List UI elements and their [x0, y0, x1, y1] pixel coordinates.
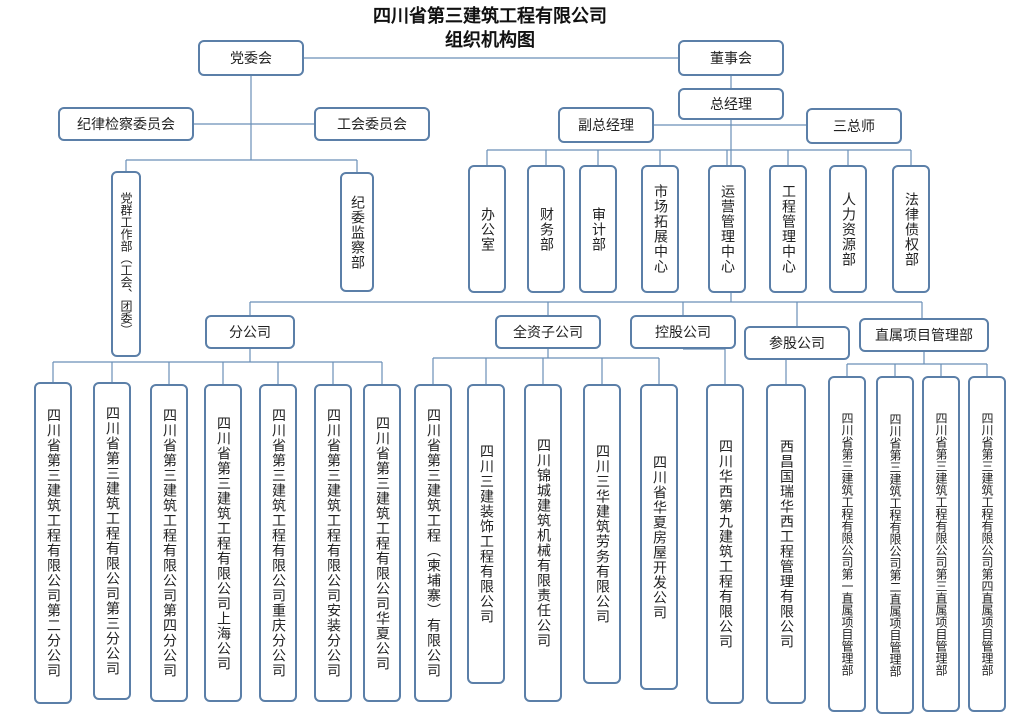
wholly-owned-unit: 四川省华夏房屋开发公司: [640, 384, 678, 690]
cat-branch: 分公司: [205, 315, 295, 349]
node-discipline-supervision: 纪委监察部: [340, 172, 374, 292]
node-deputy-gm: 副总经理: [558, 107, 654, 143]
cat-wholly-owned: 全资子公司: [495, 315, 601, 349]
dept-finance: 财务部: [527, 165, 565, 293]
cat-direct-projects: 直属项目管理部: [859, 318, 989, 352]
branch-unit: 四川省第三建筑工程有限公司安装分公司: [314, 384, 352, 702]
dept-hr: 人力资源部: [829, 165, 867, 293]
direct-project-unit: 四川省第三建筑工程有限公司第一直属项目管理部: [828, 376, 866, 712]
branch-unit: 四川省第三建筑工程有限公司上海公司: [204, 384, 242, 702]
node-general-manager: 总经理: [678, 88, 784, 120]
node-three-chiefs: 三总师: [806, 108, 902, 144]
dept-legal: 法律债权部: [892, 165, 930, 293]
dept-operations: 运营管理中心: [708, 165, 746, 293]
branch-unit: 四川省第三建筑工程有限公司第四分公司: [150, 384, 188, 702]
branch-unit: 四川省第三建筑工程有限公司第二分公司: [34, 382, 72, 704]
cat-holding: 控股公司: [630, 315, 736, 349]
cat-shareholding: 参股公司: [744, 326, 850, 360]
wholly-owned-unit: 四川省第三建筑工程（柬埔寨）有限公司: [414, 384, 452, 702]
branch-unit: 四川省第三建筑工程有限公司第三分公司: [93, 382, 131, 700]
dept-office: 办公室: [468, 165, 506, 293]
node-board: 董事会: [678, 40, 784, 76]
branch-unit: 四川省第三建筑工程有限公司重庆分公司: [259, 384, 297, 702]
node-party-mass-dept: 党群工作部（工会、团委）: [111, 171, 141, 357]
node-party-committee: 党委会: [198, 40, 304, 76]
wholly-owned-unit: 四川三建装饰工程有限公司: [467, 384, 505, 684]
shareholding-unit: 西昌国瑞华西工程管理有限公司: [766, 384, 806, 704]
node-union-committee: 工会委员会: [314, 107, 430, 141]
direct-project-unit: 四川省第三建筑工程有限公司第四直属项目管理部: [968, 376, 1006, 712]
holding-unit: 四川华西第九建筑工程有限公司: [706, 384, 744, 704]
wholly-owned-unit: 四川锦城建筑机械有限责任公司: [524, 384, 562, 702]
chart-title: 四川省第三建筑工程有限公司: [373, 6, 607, 27]
wholly-owned-unit: 四川三华建筑劳务有限公司: [583, 384, 621, 684]
dept-engineering: 工程管理中心: [769, 165, 807, 293]
branch-unit: 四川省第三建筑工程有限公司华夏公司: [363, 384, 401, 702]
direct-project-unit: 四川省第三建筑工程有限公司第三直属项目管理部: [922, 376, 960, 712]
node-discipline-committee: 纪律检察委员会: [58, 107, 194, 141]
direct-project-unit: 四川省第三建筑工程有限公司第二直属项目管理部: [876, 376, 914, 714]
dept-market: 市场拓展中心: [641, 165, 679, 293]
dept-audit: 审计部: [579, 165, 617, 293]
chart-subtitle: 组织机构图: [445, 30, 535, 51]
